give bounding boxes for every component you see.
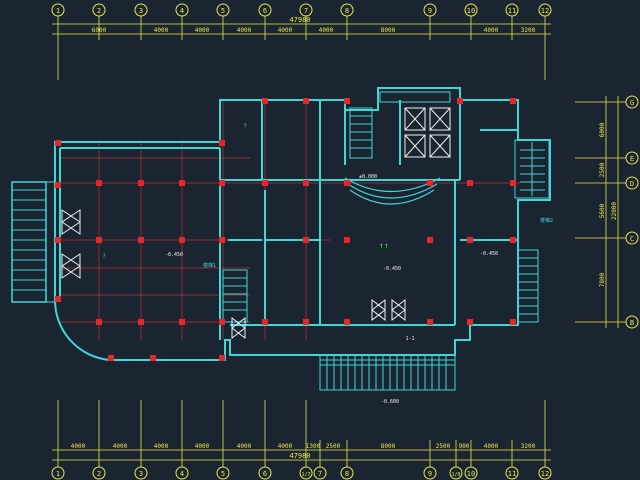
svg-text:4: 4 bbox=[180, 7, 184, 15]
right-stairwell bbox=[514, 139, 550, 199]
svg-text:C: C bbox=[630, 235, 634, 243]
svg-text:1300: 1300 bbox=[306, 443, 321, 450]
svg-text:2: 2 bbox=[97, 470, 101, 478]
svg-text:6000: 6000 bbox=[92, 27, 107, 34]
svg-text:9: 9 bbox=[428, 7, 432, 15]
svg-text:5: 5 bbox=[221, 7, 225, 15]
right-segment-labels: 6000 2500 5600 7800 22000 bbox=[599, 122, 618, 287]
top-total-dimension: 47980 bbox=[289, 16, 310, 24]
svg-text:2500: 2500 bbox=[599, 162, 606, 177]
bottom-dimension-chain bbox=[52, 400, 551, 467]
svg-text:1: 1 bbox=[56, 470, 60, 478]
svg-text:E: E bbox=[630, 155, 634, 163]
svg-text:6: 6 bbox=[263, 7, 267, 15]
svg-text:9: 9 bbox=[428, 470, 432, 478]
stair-note-left: 楼梯1 bbox=[203, 262, 216, 269]
svg-text:3200: 3200 bbox=[521, 27, 536, 34]
svg-text:4000: 4000 bbox=[195, 443, 210, 450]
svg-text:10: 10 bbox=[467, 470, 475, 478]
svg-text:2: 2 bbox=[97, 7, 101, 15]
main-entrance-doors bbox=[231, 298, 406, 340]
svg-text:8: 8 bbox=[345, 470, 349, 478]
svg-text:7: 7 bbox=[318, 470, 322, 478]
svg-text:5: 5 bbox=[221, 470, 225, 478]
svg-text:6: 6 bbox=[263, 470, 267, 478]
svg-text:±0.000: ±0.000 bbox=[359, 174, 377, 180]
section-mark: 1-1 bbox=[405, 336, 414, 342]
svg-text:4000: 4000 bbox=[278, 443, 293, 450]
svg-text:D: D bbox=[630, 180, 634, 188]
svg-text:3: 3 bbox=[139, 7, 143, 15]
svg-text:B: B bbox=[630, 319, 634, 327]
svg-text:3: 3 bbox=[139, 470, 143, 478]
svg-text:22000: 22000 bbox=[611, 202, 618, 220]
svg-text:4000: 4000 bbox=[71, 443, 86, 450]
interior-stair-right bbox=[517, 249, 539, 323]
stairwell-top bbox=[349, 91, 451, 159]
structural-columns bbox=[55, 98, 516, 361]
top-dimension-chain bbox=[52, 16, 551, 80]
bottom-segment-labels: 4000 4000 4000 4000 4000 4000 1300 2500 … bbox=[71, 443, 536, 450]
room-labels: ? ? ↑↑ bbox=[102, 123, 389, 260]
svg-text:4000: 4000 bbox=[195, 27, 210, 34]
svg-text:-0.450: -0.450 bbox=[383, 266, 401, 272]
svg-text:5600: 5600 bbox=[599, 203, 606, 218]
interior-stair-left bbox=[222, 269, 248, 323]
bottom-total-dimension: 47980 bbox=[289, 452, 310, 460]
svg-text:7: 7 bbox=[304, 7, 308, 15]
svg-text:10: 10 bbox=[467, 7, 475, 15]
svg-text:12: 12 bbox=[541, 7, 549, 15]
svg-text:4000: 4000 bbox=[484, 27, 499, 34]
stair-note-right: 楼梯2 bbox=[540, 217, 553, 224]
svg-text:2500: 2500 bbox=[436, 443, 451, 450]
svg-text:4000: 4000 bbox=[237, 443, 252, 450]
svg-text:8000: 8000 bbox=[381, 443, 396, 450]
room-label-b: ? bbox=[243, 123, 247, 130]
svg-text:8: 8 bbox=[345, 7, 349, 15]
svg-text:4000: 4000 bbox=[237, 27, 252, 34]
svg-text:4000: 4000 bbox=[319, 27, 334, 34]
svg-text:7800: 7800 bbox=[599, 272, 606, 287]
svg-text:1/7: 1/7 bbox=[301, 472, 310, 478]
svg-text:-0.450: -0.450 bbox=[165, 252, 183, 258]
svg-text:-0.450: -0.450 bbox=[480, 251, 498, 257]
svg-text:-0.600: -0.600 bbox=[381, 399, 399, 405]
hall-label: ↑↑ bbox=[379, 241, 389, 250]
svg-text:4000: 4000 bbox=[484, 443, 499, 450]
main-entrance-steps bbox=[319, 354, 456, 391]
svg-text:4000: 4000 bbox=[154, 443, 169, 450]
right-dimension-chain bbox=[575, 96, 626, 328]
svg-text:4: 4 bbox=[180, 470, 184, 478]
room-label-a: ? bbox=[102, 253, 106, 260]
svg-text:11: 11 bbox=[508, 7, 516, 15]
svg-text:1: 1 bbox=[56, 7, 60, 15]
left-exterior-stair bbox=[11, 181, 55, 303]
svg-text:4000: 4000 bbox=[278, 27, 293, 34]
svg-text:11: 11 bbox=[508, 470, 516, 478]
svg-text:1/9: 1/9 bbox=[451, 472, 460, 478]
elevator-shafts bbox=[404, 107, 451, 158]
level-labels: ±0.000 -0.450 -0.450 -0.450 -0.600 bbox=[165, 174, 498, 405]
svg-text:4000: 4000 bbox=[113, 443, 128, 450]
svg-text:6000: 6000 bbox=[599, 122, 606, 137]
svg-text:2500: 2500 bbox=[326, 443, 341, 450]
svg-text:4000: 4000 bbox=[154, 27, 169, 34]
top-segment-labels: 6000 4000 4000 4000 4000 4000 8000 4000 … bbox=[92, 27, 536, 34]
svg-text:12: 12 bbox=[541, 470, 549, 478]
svg-text:G: G bbox=[630, 99, 634, 107]
left-entry-door bbox=[61, 209, 81, 279]
svg-text:3200: 3200 bbox=[521, 443, 536, 450]
svg-text:900: 900 bbox=[459, 443, 470, 450]
svg-text:8000: 8000 bbox=[381, 27, 396, 34]
